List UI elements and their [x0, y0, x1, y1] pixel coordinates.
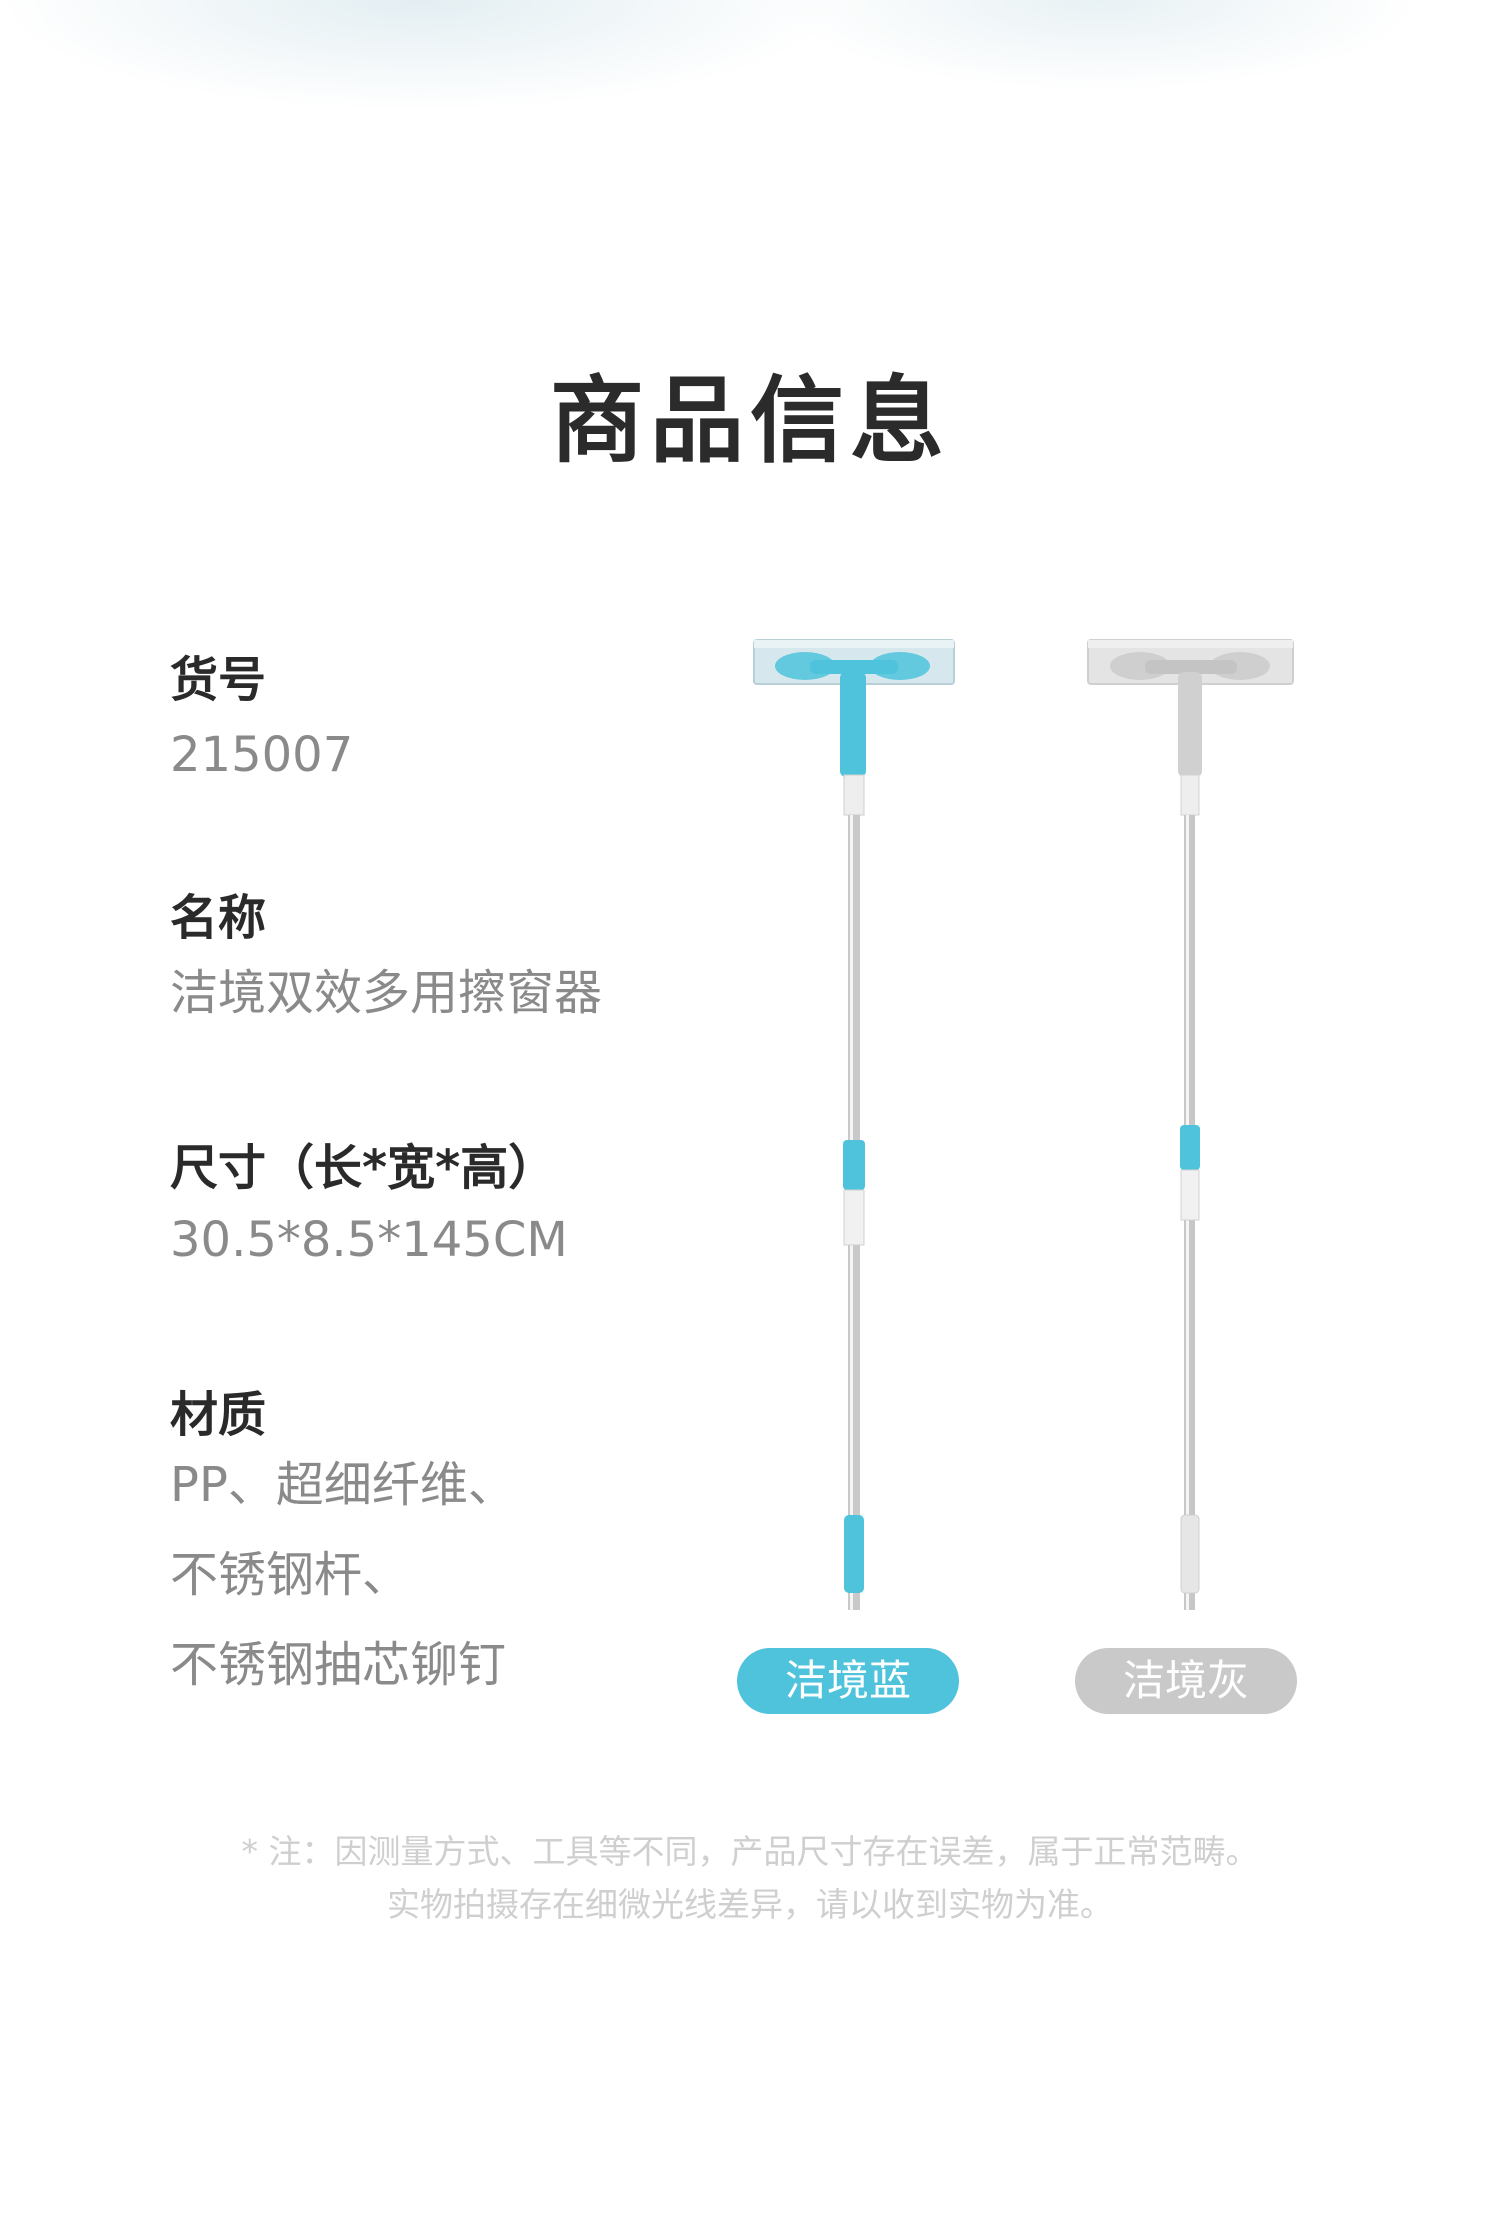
window-cleaner-blue-image [753, 639, 955, 1610]
color-option-grey[interactable]: 洁境灰 [1075, 1648, 1297, 1714]
size-value: 30.5*8.5*145CM [170, 1212, 568, 1268]
material-line-1: PP、超细纤维、 [170, 1457, 516, 1513]
item-no-label: 货号 [170, 652, 267, 708]
name-label: 名称 [170, 890, 267, 946]
page-title: 商品信息 [549, 367, 950, 476]
disclaimer-line-2: 实物拍摄存在细微光线差异，请以收到实物为准。 [387, 1885, 1113, 1924]
top-decoration [0, 0, 1500, 150]
material-label: 材质 [170, 1387, 267, 1443]
size-label: 尺寸（长*宽*高） [170, 1140, 557, 1196]
material-line-2: 不锈钢杆、 [170, 1547, 411, 1603]
disclaimer-line-1: * 注：因测量方式、工具等不同，产品尺寸存在误差，属于正常范畴。 [241, 1832, 1259, 1871]
window-cleaner-grey-image [1087, 639, 1294, 1610]
color-option-blue[interactable]: 洁境蓝 [737, 1648, 959, 1714]
material-value: PP、超细纤维、 不锈钢杆、 不锈钢抽芯铆钉 [170, 1440, 516, 1710]
name-value: 洁境双效多用擦窗器 [170, 965, 603, 1021]
material-line-3: 不锈钢抽芯铆钉 [170, 1637, 507, 1693]
item-no-value: 215007 [170, 727, 354, 783]
